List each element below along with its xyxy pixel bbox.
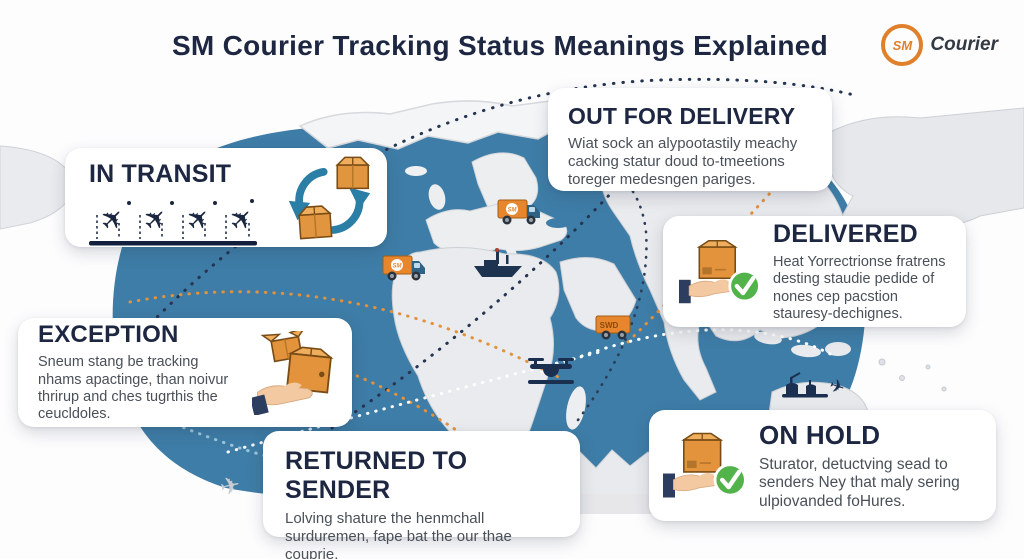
delivery-truck-icon: SM [497,199,540,225]
delivered-card: DELIVERED Heat Yorrectrionse fratrens de… [663,216,966,327]
delivery-trailer-icon: SWD [595,315,631,340]
exception-title: EXCEPTION [38,321,179,349]
north-america-shape [0,145,74,230]
pacific-island [899,375,905,381]
pacific-island [925,364,931,370]
package-hand-check-icon [679,239,761,303]
svg-text:✈: ✈ [222,199,257,239]
in-transit-title: IN TRANSIT [89,160,232,188]
returned-to-sender-body: Lolving shature the henmchall surduremen… [285,510,512,559]
iceland-shape [405,166,427,176]
svg-text:SM: SM [393,264,403,270]
uk-shape [428,184,446,210]
harbor-icon: ✈ [782,372,847,400]
italy-shape [496,236,517,257]
brand-name: Courier [930,34,998,55]
sm-badge-icon: SM [881,24,924,66]
returned-to-sender-title: RETURNED TO SENDER [285,447,468,504]
exception-body: Sneum stang be tracking nhams apactinge,… [38,354,229,423]
package-hand-check-icon [663,432,747,498]
delivered-title: DELIVERED [773,219,918,248]
out-for-delivery-body: Wiat sock an alypootastily meachy cackin… [568,135,798,188]
svg-text:SM: SM [508,208,518,214]
svg-text:✈: ✈ [136,199,176,239]
madagascar-shape [566,386,586,430]
on-hold-card: ON HOLD Sturator, detuctving sead to sen… [649,410,996,521]
planes-runway-icon: ✈ ✈ ✈ ✈ [89,199,262,246]
cargo-ship-icon [474,248,522,277]
pacific-island [878,358,886,366]
delivery-truck-icon: SM [382,255,425,281]
on-hold-title: ON HOLD [759,419,881,450]
new-guinea-shape [825,342,851,356]
out-for-delivery-title: OUT FOR DELIVERY [568,103,796,129]
out-for-delivery-card: OUT FOR DELIVERY Wiat sock an alypootast… [548,88,832,191]
on-hold-body: Sturator, detuctving sead to senders Ney… [759,455,960,510]
caspian-sea-shape [592,213,604,235]
brand-logo: SM Courier [881,24,998,66]
in-transit-card: IN TRANSIT ✈ ✈ ✈ ✈ [65,148,387,247]
drone-icon [528,358,574,384]
black-sea-shape [546,218,570,228]
plane-icon: ✈ [826,375,847,400]
package-cycle-icon [288,156,371,239]
exception-card: EXCEPTION Sneum stang be tracking nhams … [18,318,352,427]
page-title: SM Courier Tracking Status Meanings Expl… [171,30,829,61]
delivered-body: Heat Yorrectrionse fratrens desting stau… [773,253,946,322]
returned-to-sender-card: RETURNED TO SENDER Lolving shature the h… [263,431,580,559]
svg-text:✈: ✈ [179,199,219,239]
hand-packages-icon [252,330,334,415]
svg-text:SWD: SWD [600,321,619,330]
pacific-island [941,386,947,392]
svg-text:✈: ✈ [93,199,133,239]
